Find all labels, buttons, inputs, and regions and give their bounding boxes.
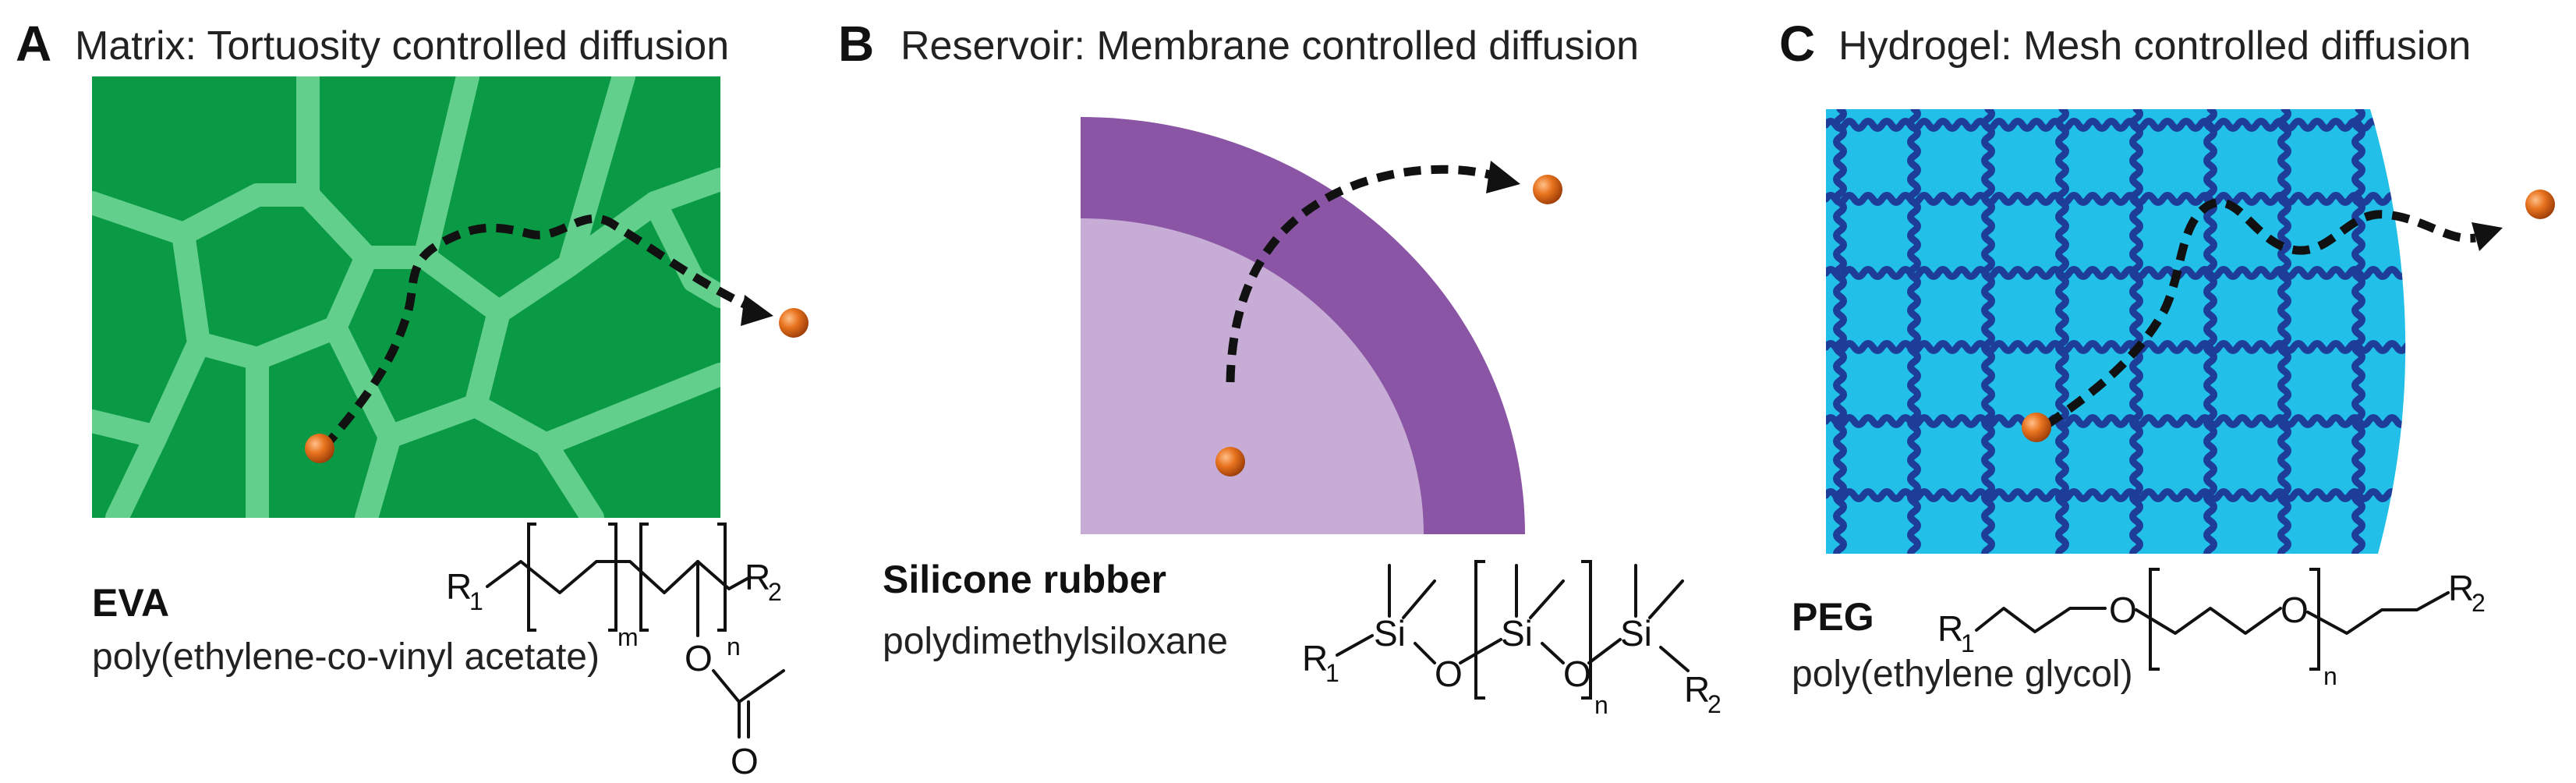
arrowhead-b bbox=[1486, 161, 1520, 193]
pdms-si-2: Si bbox=[1501, 613, 1533, 654]
panel-b: B Reservoir: Membrane controlled diffusi… bbox=[838, 16, 1721, 719]
pdms-bond-si1-o bbox=[1414, 642, 1436, 664]
pdms-si-1: Si bbox=[1374, 613, 1406, 654]
panel-a-polymer-name: EVA bbox=[92, 581, 169, 625]
pdms-o-2: O bbox=[1563, 654, 1591, 694]
hydrogel-mesh bbox=[1826, 109, 2436, 558]
mesh-strand-vertical bbox=[2351, 109, 2365, 554]
peg-r2: R bbox=[2448, 568, 2474, 608]
panel-c-letter: C bbox=[1779, 16, 1815, 72]
pdms-bracket-right bbox=[1581, 560, 1592, 700]
pdms-structure: R 1 Si O Si O n Si R 2 bbox=[1302, 560, 1721, 719]
peg-o-1: O bbox=[2109, 590, 2137, 630]
diffusion-path-c bbox=[2043, 198, 2476, 429]
pdms-bracket-left bbox=[1474, 560, 1485, 700]
panel-c: C Hydrogel: Mesh controlled diffusion PE… bbox=[1779, 16, 2555, 695]
panel-c-polymer-fullname: poly(ethylene glycol) bbox=[1792, 654, 2133, 695]
mesh-strand-vertical bbox=[1981, 109, 1995, 554]
reservoir-illustration bbox=[1081, 117, 1525, 534]
mesh-strand-horizontal bbox=[1826, 266, 2406, 280]
peg-r1-subscript: 1 bbox=[1961, 629, 1975, 657]
eva-bracket-n-left bbox=[639, 523, 649, 632]
eva-r2-subscript: 2 bbox=[768, 578, 782, 606]
pdms-r1: R bbox=[1302, 638, 1328, 678]
pdms-r1-subscript: 1 bbox=[1325, 659, 1339, 687]
mesh-strand-vertical bbox=[2055, 109, 2069, 554]
peg-bracket-right bbox=[2309, 568, 2320, 671]
eva-ester-o: O bbox=[685, 638, 713, 678]
pdms-methyls-3 bbox=[1634, 564, 1684, 619]
pdms-bond-si2-o bbox=[1541, 642, 1565, 664]
eva-carbonyl-o: O bbox=[731, 741, 759, 781]
pdms-si-3: Si bbox=[1620, 613, 1652, 654]
matrix-channels bbox=[92, 76, 720, 518]
eva-r1: R bbox=[446, 566, 472, 607]
mesh-strand-horizontal bbox=[1826, 488, 2406, 502]
pdms-subscript-n: n bbox=[1594, 691, 1608, 719]
eva-acetyl bbox=[712, 669, 785, 703]
particle-c-start bbox=[2022, 413, 2051, 442]
particle-c-released bbox=[2525, 190, 2555, 219]
eva-bracket-m-left bbox=[527, 523, 536, 632]
mesh-strand-horizontal bbox=[1826, 414, 2406, 428]
peg-chain-2 bbox=[2135, 607, 2282, 635]
peg-chain-1 bbox=[1975, 607, 2107, 633]
panel-c-title: Hydrogel: Mesh controlled diffusion bbox=[1838, 23, 2471, 69]
pdms-bond-o-si3 bbox=[1587, 638, 1622, 664]
pdms-bond-r1-si bbox=[1336, 634, 1374, 657]
panel-a: A Matrix: Tortuosity controlled diffusio… bbox=[16, 16, 809, 781]
peg-structure: R 1 O O n R 2 bbox=[1937, 568, 2486, 690]
pdms-o-1: O bbox=[1435, 654, 1463, 694]
mesh-strand-vertical bbox=[2203, 109, 2217, 554]
eva-r1-subscript: 1 bbox=[469, 587, 483, 615]
diffusion-path-a bbox=[320, 214, 755, 452]
mesh-strand-vertical bbox=[2277, 109, 2291, 554]
arrowhead-c bbox=[2472, 222, 2503, 251]
hydrogel-illustration bbox=[1826, 109, 2436, 558]
eva-structure: R 1 m n R 2 O O bbox=[446, 523, 785, 781]
panel-b-polymer-name: Silicone rubber bbox=[883, 558, 1166, 601]
panel-a-letter: A bbox=[16, 16, 51, 72]
pdms-r2-subscript: 2 bbox=[1707, 690, 1721, 718]
particle-b-core bbox=[1215, 447, 1245, 477]
panel-c-polymer-name: PEG bbox=[1792, 595, 1874, 639]
eva-backbone bbox=[486, 560, 752, 594]
mesh-strand-horizontal bbox=[1826, 192, 2406, 206]
drug-core bbox=[1081, 218, 1424, 534]
pdms-methyls-1 bbox=[1388, 564, 1436, 619]
mesh-strand-vertical bbox=[2429, 109, 2436, 558]
peg-o-2: O bbox=[2281, 590, 2309, 630]
panel-b-letter: B bbox=[838, 16, 874, 72]
pdms-bond-si3-r2 bbox=[1659, 646, 1690, 672]
eva-subscript-n: n bbox=[727, 632, 741, 661]
mesh-strand-vertical bbox=[1907, 109, 1921, 554]
pdms-methyls-2 bbox=[1515, 564, 1565, 619]
peg-r1: R bbox=[1937, 608, 1963, 649]
peg-subscript-n: n bbox=[2323, 662, 2337, 690]
peg-r2-subscript: 2 bbox=[2472, 589, 2486, 617]
pdms-bond-o-si2 bbox=[1459, 638, 1502, 664]
eva-r2: R bbox=[745, 557, 770, 597]
panel-a-polymer-fullname: poly(ethylene-co-vinyl acetate) bbox=[92, 636, 600, 678]
eva-bracket-n-right bbox=[717, 523, 727, 632]
mesh-strand-horizontal bbox=[1826, 118, 2406, 132]
arrowhead-a bbox=[741, 295, 773, 326]
mesh-strand-vertical bbox=[2129, 109, 2143, 554]
panel-a-title: Matrix: Tortuosity controlled diffusion bbox=[75, 23, 729, 69]
diffusion-path-b bbox=[1226, 165, 1495, 383]
particle-b-released bbox=[1533, 175, 1562, 204]
matrix-illustration bbox=[92, 76, 720, 518]
panel-b-polymer-fullname: polydimethylsiloxane bbox=[883, 621, 1228, 662]
eva-bracket-m-right bbox=[608, 523, 617, 632]
pdms-r2: R bbox=[1684, 669, 1710, 710]
particle-a-start bbox=[305, 434, 334, 463]
eva-carbonyl bbox=[738, 700, 750, 739]
eva-subscript-m: m bbox=[617, 623, 639, 651]
peg-chain-3 bbox=[2306, 591, 2450, 635]
panel-b-title: Reservoir: Membrane controlled diffusion bbox=[901, 23, 1639, 69]
particle-a-released bbox=[779, 308, 809, 338]
hydrogel-background bbox=[1826, 109, 2406, 554]
mesh-strand-vertical bbox=[1833, 109, 1847, 554]
